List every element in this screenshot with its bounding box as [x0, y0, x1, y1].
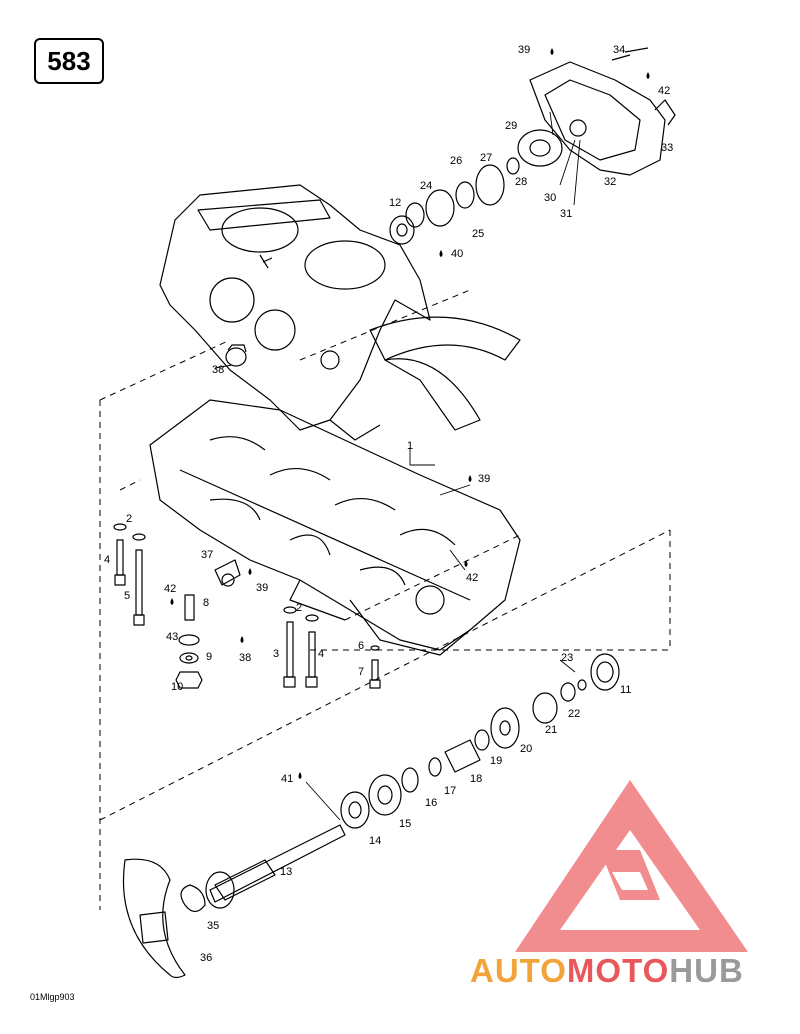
callout-label: 25 [472, 228, 485, 240]
driveshaft-assembly [122, 653, 620, 979]
callout-label: 30 [544, 192, 557, 204]
bolts-middle [283, 606, 381, 689]
callout-label: 33 [661, 142, 674, 154]
callout-label: 4 [318, 648, 325, 660]
upper-crankcase [159, 184, 521, 441]
callout-label: 23 [561, 652, 574, 664]
callout-label: 36 [200, 952, 213, 964]
watermark-logo [515, 780, 748, 952]
callout-label: 9 [206, 651, 213, 663]
callout-label: 35 [207, 920, 220, 932]
callout-label: 8 [203, 597, 210, 609]
watermark-hub: HUB [669, 952, 744, 989]
callout-label: 38 [239, 652, 252, 664]
callout-label: 39 [478, 473, 491, 485]
callout-label: 40 [451, 248, 464, 260]
callout-label: 2 [296, 602, 303, 614]
callout-label: 19 [490, 755, 503, 767]
callout-label: 37 [201, 549, 214, 561]
callout-label: 22 [568, 708, 581, 720]
callout-label: 42 [164, 583, 177, 595]
callout-label: 39 [518, 44, 531, 56]
callout-label: 42 [466, 572, 479, 584]
drop-markers [170, 48, 650, 779]
callout-label: 24 [420, 180, 433, 192]
leader-lines [214, 111, 581, 821]
watermark-moto: MOTO [566, 952, 670, 989]
callout-label: 16 [425, 797, 438, 809]
callout-label: 10 [171, 681, 184, 693]
watermark-text: AUTOMOTOHUB [470, 952, 744, 990]
bolts-left [113, 523, 241, 689]
rotary-valve-cover [389, 47, 676, 245]
callout-label: 31 [560, 208, 573, 220]
lower-crankcase [149, 399, 521, 656]
callout-label: 39 [256, 582, 269, 594]
callout-label: 21 [545, 724, 558, 736]
watermark-auto: AUTO [470, 952, 567, 989]
callout-label: 42 [658, 85, 671, 97]
callout-label: 41 [281, 773, 294, 785]
callout-label: 43 [166, 631, 179, 643]
callout-label: 17 [444, 785, 457, 797]
callout-label: 6 [358, 640, 365, 652]
dashed-frame [99, 289, 671, 910]
callout-label: 29 [505, 120, 518, 132]
callout-label: 11 [620, 684, 632, 696]
callout-label: 4 [104, 554, 111, 566]
callout-label: 14 [369, 835, 382, 847]
callout-label: 38 [212, 364, 225, 376]
callout-label: 34 [613, 44, 626, 56]
callout-label: 26 [450, 155, 463, 167]
callout-label: 15 [399, 818, 412, 830]
drawing-code: 01Mlgp903 [30, 992, 75, 1002]
callout-label: 2 [126, 513, 133, 525]
callout-label: 32 [604, 176, 617, 188]
callout-label: 28 [515, 176, 528, 188]
callout-label: 3 [273, 648, 280, 660]
callout-label: 27 [480, 152, 493, 164]
callout-label: 1 [407, 440, 414, 452]
callout-label: 20 [520, 743, 533, 755]
callout-label: 7 [358, 666, 365, 678]
plug [225, 344, 247, 367]
callout-label: 13 [280, 866, 293, 878]
callout-label: 18 [470, 773, 483, 785]
page-number-badge: 583 [34, 38, 104, 84]
callout-label: 5 [124, 590, 131, 602]
callout-label: 12 [389, 197, 402, 209]
